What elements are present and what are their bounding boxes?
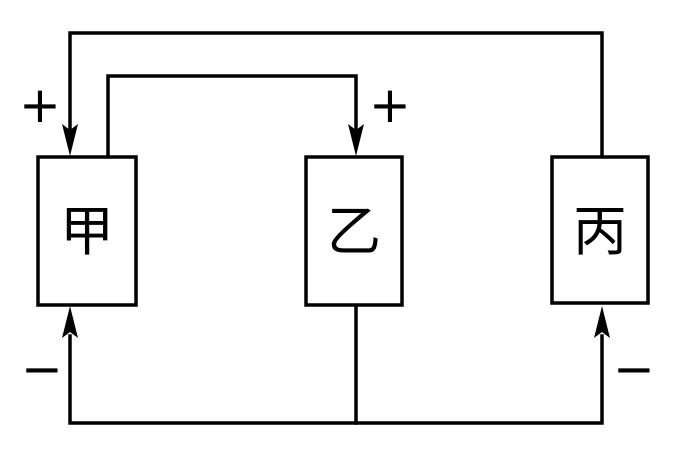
wire-jia-to-yi	[106, 74, 358, 159]
arrow-into-bing-bottom	[594, 306, 610, 338]
box-jia: 甲	[36, 155, 138, 307]
box-jia-label: 甲	[60, 200, 114, 263]
box-jia-frame	[36, 155, 138, 307]
box-yi: 乙	[304, 155, 404, 307]
arrow-into-jia-top	[62, 124, 78, 156]
jia-bottom-minus-sign: −	[21, 340, 63, 398]
box-bing-label: 丙	[573, 200, 627, 263]
box-bing: 丙	[550, 155, 650, 305]
wire-bottom-rail	[68, 334, 604, 425]
box-yi-label: 乙	[327, 200, 381, 263]
yi-top-plus-sign: +	[369, 76, 411, 134]
box-bing-frame	[550, 155, 650, 305]
arrow-into-yi-top	[348, 124, 364, 156]
jia-top-plus-sign: +	[19, 76, 61, 134]
bing-bottom-minus-sign: −	[613, 340, 655, 398]
wire-bing-to-jia	[68, 31, 604, 159]
box-yi-frame	[304, 155, 404, 307]
arrow-into-jia-bottom	[62, 306, 78, 338]
